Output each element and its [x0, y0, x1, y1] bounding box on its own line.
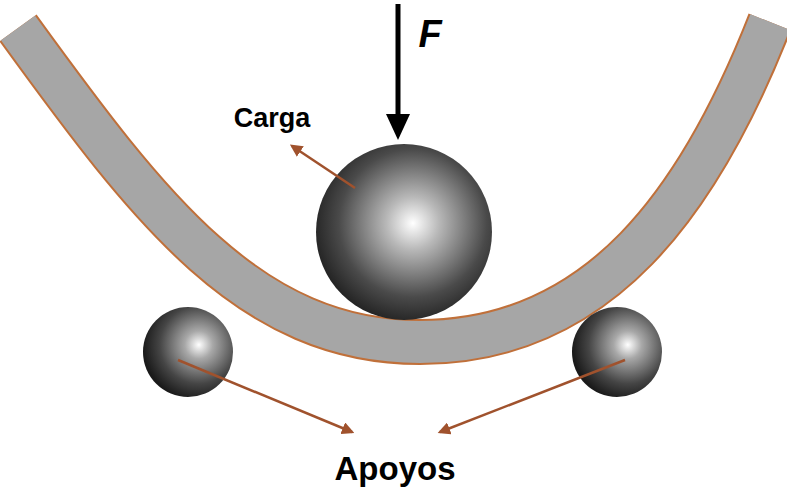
- load-label: Carga: [234, 105, 311, 132]
- support-sphere: [572, 307, 662, 397]
- force-arrow: [396, 4, 401, 118]
- beam: [18, 22, 770, 342]
- leader-line: [178, 360, 352, 432]
- force-label: F: [418, 15, 441, 53]
- load-sphere: [316, 144, 492, 320]
- supports-label: Apoyos: [334, 452, 455, 485]
- beam-outline: [18, 22, 770, 342]
- force-arrowhead: [386, 114, 410, 140]
- leader-line: [292, 146, 355, 188]
- leader-line: [440, 360, 625, 432]
- support-sphere: [143, 307, 233, 397]
